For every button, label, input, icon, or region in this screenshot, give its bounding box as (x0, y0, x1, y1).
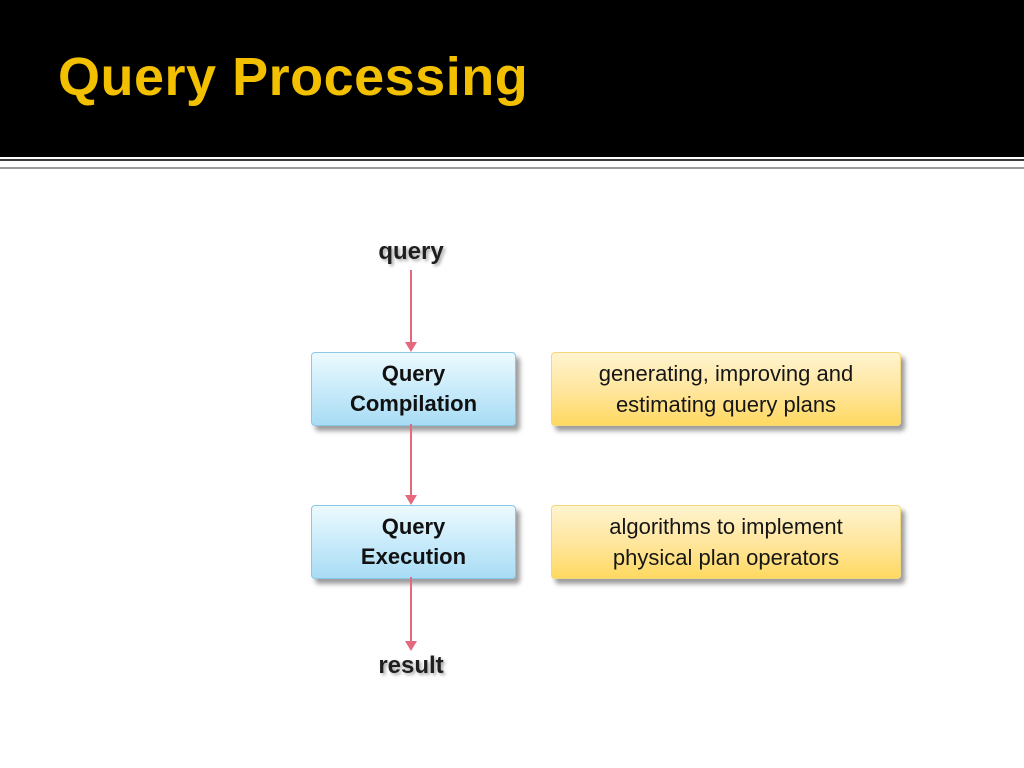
note-physical-operators: algorithms to implement physical plan op… (551, 505, 901, 579)
note-text-line: estimating query plans (615, 392, 837, 417)
down-arrow-icon-2 (404, 424, 418, 505)
arrow-line (410, 577, 412, 642)
note-text-line: generating, improving and (598, 361, 854, 386)
slide-title: Query Processing (58, 47, 529, 107)
arrow-head (405, 342, 417, 352)
note-query-plans: generating, improving and estimating que… (551, 352, 901, 426)
note-text-line: physical plan operators (612, 545, 840, 570)
arrow-line (410, 270, 412, 343)
flow-end-label: result (378, 652, 444, 679)
note-text-line: algorithms to implement (609, 514, 843, 539)
arrow-head (405, 495, 417, 505)
header-rule-dark (0, 159, 1024, 161)
node-query-compilation: Query Compilation (311, 352, 516, 426)
down-arrow-icon-3 (404, 577, 418, 651)
header-rule-gray (0, 167, 1024, 169)
node-label-line: Execution (360, 544, 467, 569)
node-query-execution: Query Execution (311, 505, 516, 579)
arrow-line (410, 424, 412, 496)
flow-start-label: query (378, 238, 444, 265)
title-band: Query Processing (0, 0, 1024, 157)
node-label-line: Query (381, 361, 446, 386)
down-arrow-icon-1 (404, 270, 418, 352)
arrow-head (405, 641, 417, 651)
node-label-line: Query (381, 514, 446, 539)
node-label-line: Compilation (349, 391, 478, 416)
